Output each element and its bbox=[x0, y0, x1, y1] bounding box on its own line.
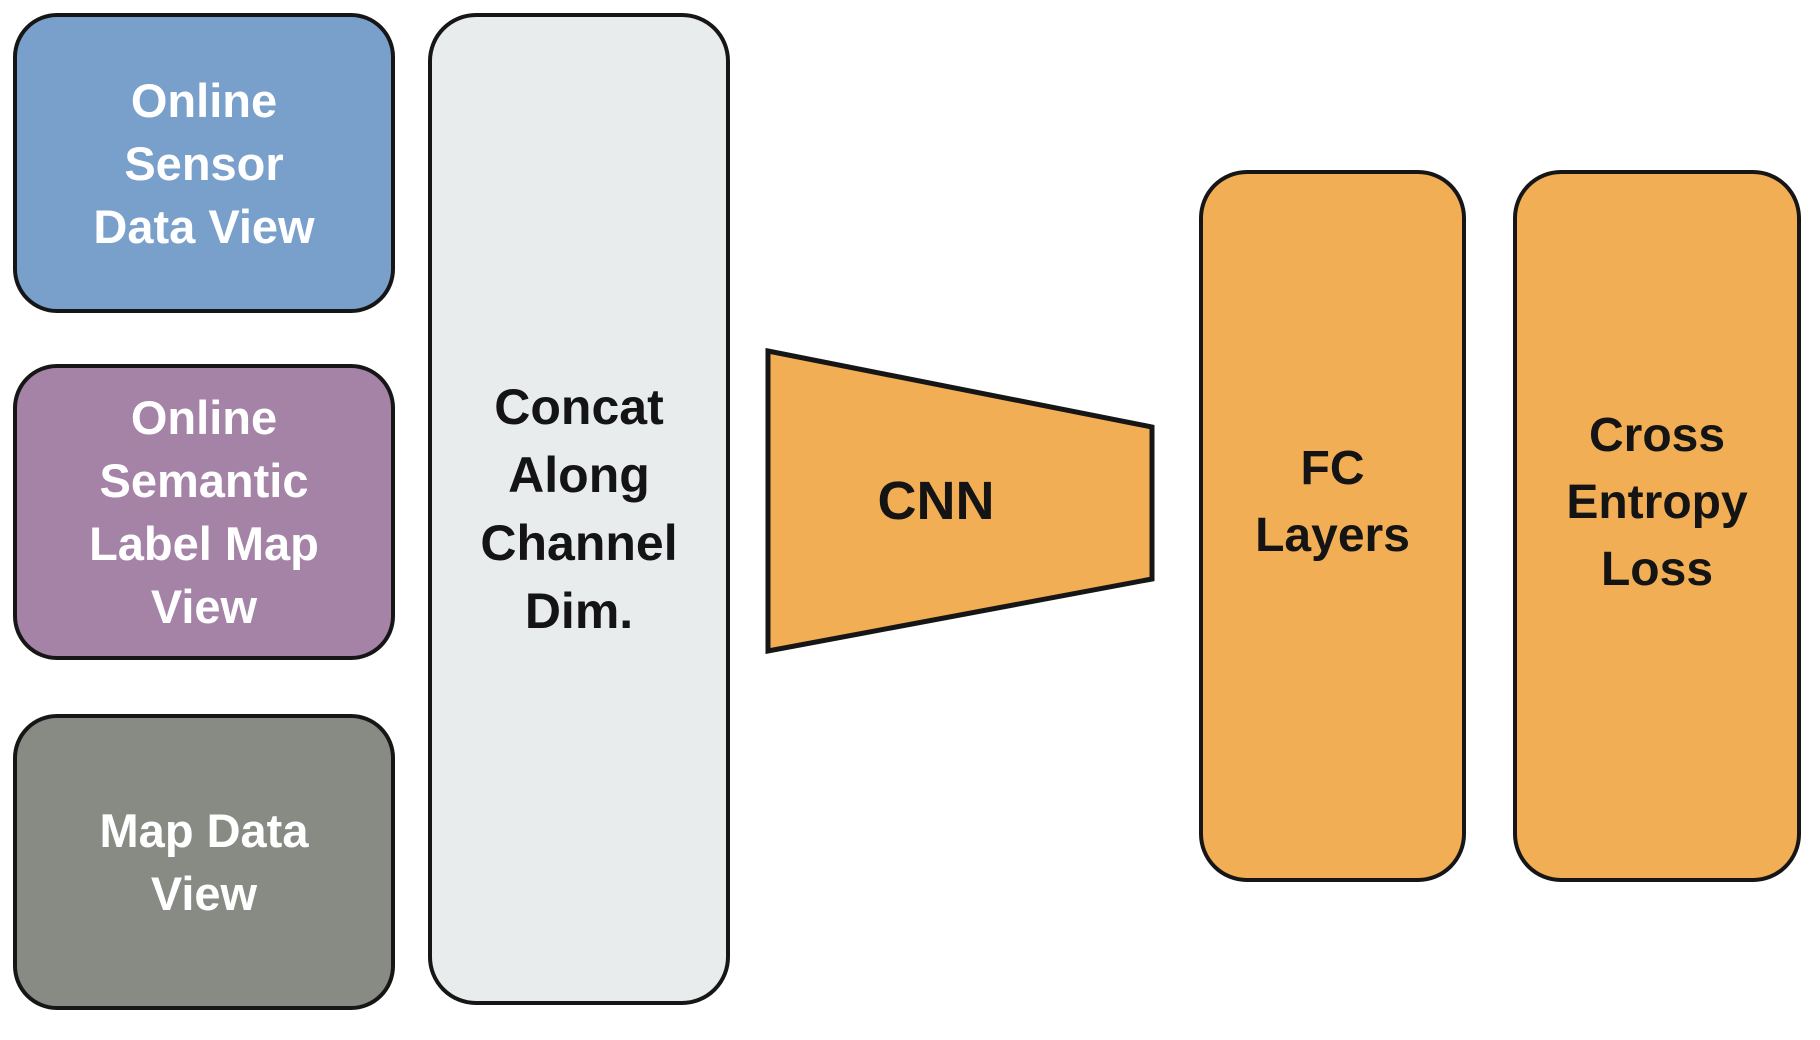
cnn-trapezoid-shape bbox=[765, 348, 1155, 654]
cnn-label: CNN bbox=[877, 471, 995, 531]
concat-along-channel-dim-label: Concat Along Channel Dim. bbox=[480, 379, 678, 639]
node-online-semantic-label-map-view: Online Semantic Label Map View bbox=[13, 364, 395, 660]
online-sensor-data-view-label: Online Sensor Data View bbox=[93, 73, 315, 253]
node-online-sensor-data-view: Online Sensor Data View bbox=[13, 13, 395, 313]
node-concat-along-channel-dim: Concat Along Channel Dim. bbox=[428, 13, 730, 1005]
node-cnn: CNN bbox=[765, 348, 1155, 654]
online-semantic-label-map-view-label: Online Semantic Label Map View bbox=[89, 391, 319, 633]
node-map-data-view: Map Data View bbox=[13, 714, 395, 1010]
node-fc-layers: FC Layers bbox=[1199, 170, 1466, 882]
map-data-view-label: Map Data View bbox=[99, 804, 309, 920]
fc-layers-label: FC Layers bbox=[1255, 442, 1410, 562]
cnn-trapezoid-polygon bbox=[765, 348, 1155, 654]
cross-entropy-loss-label: Cross Entropy Loss bbox=[1566, 408, 1748, 596]
node-cross-entropy-loss: Cross Entropy Loss bbox=[1513, 170, 1801, 882]
